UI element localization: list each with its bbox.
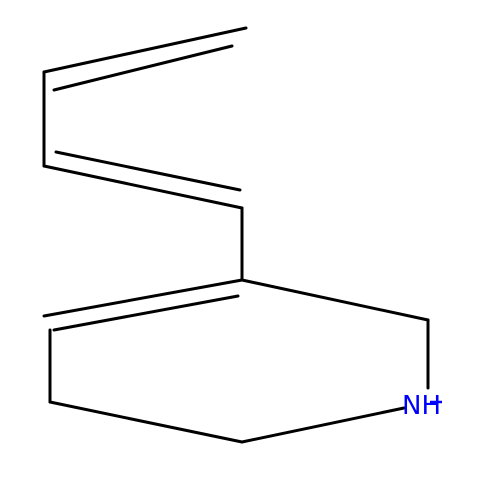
bond-c1-c2-double-b bbox=[52, 44, 234, 92]
bond-c8-n1 bbox=[240, 406, 406, 444]
bond-c7-c8 bbox=[48, 400, 244, 444]
bond-c5-c6-double-b bbox=[52, 294, 240, 332]
bond-c3-c4-double-b bbox=[54, 150, 242, 192]
bond-c3-c4-double-a bbox=[42, 164, 244, 210]
atom-n1-label: NH bbox=[402, 391, 441, 421]
bond-c5-c6-double-a bbox=[42, 278, 244, 318]
bond-c1-c2-double-a bbox=[42, 26, 248, 74]
bond-c9-c5 bbox=[240, 278, 430, 322]
